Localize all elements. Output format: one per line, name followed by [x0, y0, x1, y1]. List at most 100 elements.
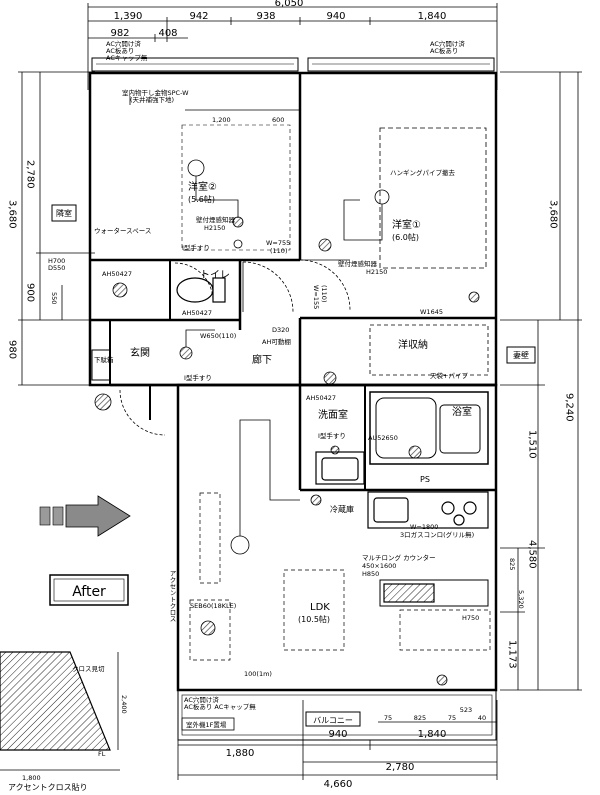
- room-balcony: バルコニー: [313, 716, 353, 725]
- dim-right-6: 1,173: [507, 640, 518, 669]
- dim-right-1: 3,680: [548, 200, 559, 229]
- smoke-detector-1: 壁付煙感知器: [196, 215, 236, 224]
- ldk-dashed: [189, 492, 491, 661]
- ah-label-1: AH50427: [102, 270, 132, 278]
- pos-600: 600: [272, 116, 284, 124]
- room-ldk-size: (10.5帖): [298, 614, 330, 624]
- after-label: After: [72, 584, 106, 600]
- door-w755: W=755: [266, 239, 290, 247]
- h750-note: H750: [462, 614, 479, 622]
- dim-swatch-width: 1,800: [22, 774, 41, 782]
- dim-left-5: 980: [7, 340, 18, 359]
- dim-bottom-mid: 940: [328, 729, 347, 740]
- room-western1-size: (6.0帖): [392, 232, 419, 242]
- room-entrance: 玄関: [130, 346, 150, 359]
- doors: [119, 259, 351, 436]
- dim-bottom-right-overall: 2,780: [386, 762, 415, 773]
- dim-top-2: 942: [189, 11, 208, 22]
- ac-top-right-1: AC穴開け済: [430, 39, 465, 48]
- accent-wall-note: アクセントクロス: [168, 570, 176, 623]
- room-hallway: 廊下: [252, 353, 272, 366]
- neighbor-left-box: [51, 204, 77, 222]
- room-western2-size: (5.6帖): [188, 194, 215, 204]
- pos-1200: 1,200: [212, 116, 231, 124]
- outdoor-unit-box: [181, 717, 235, 731]
- h100-note: 100(1m): [244, 670, 272, 678]
- neighbor-right-box: [506, 346, 536, 364]
- neighbor-right-label: 妻壁: [513, 350, 529, 360]
- dim-small-1: 75: [384, 714, 392, 722]
- water-space: ウォータースペース: [94, 226, 151, 235]
- dim-top-3: 938: [256, 11, 275, 22]
- ah-label-2: AH50427: [182, 309, 212, 317]
- dim-swatch-height: 2,400: [120, 695, 128, 714]
- door-w650: W650(110): [200, 332, 236, 340]
- d320-note: D320: [272, 326, 289, 334]
- ac-bottom-1: AC穴開け済: [184, 695, 219, 704]
- dim-small-5: 523: [460, 706, 472, 714]
- ah-label-3: AH50427: [306, 394, 336, 402]
- dim-right-7: 825: [508, 558, 516, 570]
- room-western1-name: 洋室①: [392, 218, 421, 231]
- ac-top-left-3: ACキャップ無: [106, 53, 148, 62]
- walls: [88, 57, 498, 741]
- ac-top-left-1: AC穴開け済: [106, 39, 141, 48]
- ceiling-note: 室内物干し金物SPC-W: [122, 88, 189, 97]
- dim-top-sub-2: 408: [158, 28, 177, 39]
- top-dimensions: [87, 3, 498, 90]
- dim-right-5: 4,580: [527, 540, 538, 569]
- dim-bottom-right: 1,840: [418, 729, 447, 740]
- room-ps: PS: [420, 475, 430, 484]
- dim-left-4: 550: [50, 292, 58, 304]
- smoke-detector-1b: H2150: [204, 224, 225, 232]
- counter-note-2: 450×1600: [362, 562, 396, 570]
- cloth-cut-label: クロス見切: [72, 665, 105, 673]
- stove-note: 3口ガスコンロ(グリル無): [400, 530, 474, 539]
- w1645-label: W1645: [420, 308, 443, 316]
- door-110: (110): [320, 285, 328, 302]
- right-dimensions: [500, 71, 582, 691]
- ac-top-right-2: AC板あり: [430, 46, 458, 55]
- counter-h850: H850: [362, 570, 379, 578]
- dim-top-5: 1,840: [418, 11, 447, 22]
- shoebox-cabinet: [91, 349, 111, 381]
- dim-bottom-left: 1,880: [226, 748, 255, 759]
- outdoor-unit-note: 室外機1F置場: [186, 720, 227, 729]
- room-ldk-name: LDK: [310, 602, 330, 613]
- handrail-2: I型手すり: [184, 373, 212, 382]
- dim-top-sub-1: 982: [110, 28, 129, 39]
- room-shoebox: 下駄箱: [94, 355, 114, 364]
- hanging-pipe-note: ハンギングパイプ撤去: [390, 168, 456, 177]
- bathtub: [369, 391, 489, 465]
- dim-top-1: 1,390: [114, 11, 143, 22]
- smoke-detector-2b: H2150: [366, 268, 387, 276]
- dim-left-1: 3,680: [7, 200, 18, 229]
- ac-bottom-2: AC板あり ACキャップ無: [184, 702, 256, 711]
- toilet-fixture: [176, 277, 226, 303]
- ceiling-note-2: (天井補強下地): [130, 95, 174, 104]
- chair-note: SEB60(18KLE): [190, 602, 236, 610]
- ac-top-left-2: AC板あり: [106, 46, 134, 55]
- room-western2-name: 洋室②: [188, 180, 217, 193]
- dim-bottom-overall: 4,660: [324, 779, 353, 790]
- w1800-note: W=1800: [410, 523, 438, 531]
- dim-overall-top: 6,050: [275, 0, 304, 9]
- left-dimensions: [18, 71, 95, 386]
- movable-shelf: AH可動棚: [262, 337, 291, 346]
- dim-right-4: 1,510: [527, 430, 538, 459]
- h700-note: H700: [48, 257, 65, 265]
- door-w755-b: (110): [270, 247, 287, 255]
- d550-note: D550: [48, 264, 65, 272]
- room-fridge: 冷蔵庫: [330, 504, 354, 514]
- handrail-3: I型手すり: [318, 431, 346, 440]
- accent-cloth-caption: アクセントクロス貼り: [8, 782, 88, 792]
- fixtures: [94, 159, 480, 686]
- room-bath: 浴室: [452, 405, 472, 418]
- counter-note: マルチロング カウンター: [362, 553, 436, 562]
- door-155: W=155: [312, 285, 320, 309]
- smoke-detector-2: 壁付煙感知器: [338, 259, 378, 268]
- ceiling-hatch-note: 天袋+パイプ: [430, 371, 468, 380]
- accent-cloth-swatch: [0, 651, 120, 771]
- handrail-1: I型手すり: [182, 243, 210, 252]
- room-washroom: 洗面室: [318, 408, 348, 421]
